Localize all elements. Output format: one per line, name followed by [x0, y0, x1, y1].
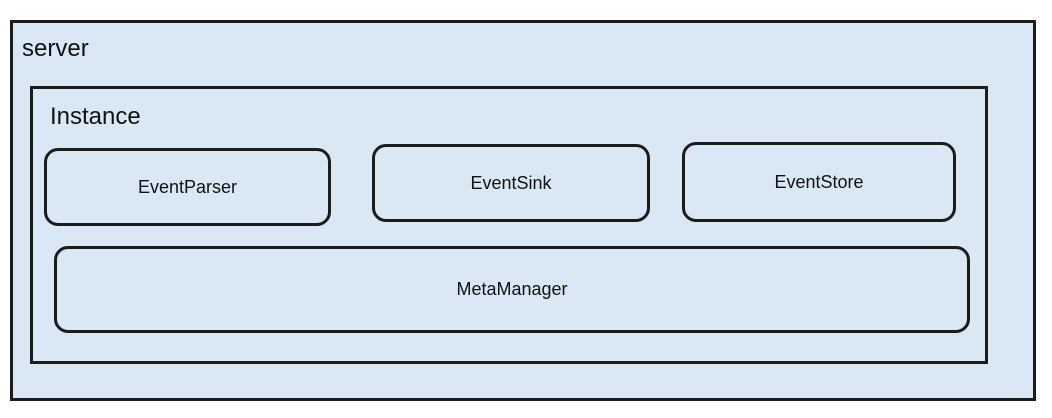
- event-store-node: EventStore: [682, 142, 956, 222]
- meta-manager-node: MetaManager: [54, 246, 970, 333]
- event-parser-label: EventParser: [137, 176, 238, 197]
- instance-label: Instance: [50, 103, 141, 130]
- server-container-box: server Instance EventParser EventSink Ev…: [10, 20, 1036, 401]
- event-store-label: EventStore: [774, 171, 864, 192]
- server-label: server: [22, 35, 89, 62]
- instance-container-box: Instance EventParser EventSink EventStor…: [30, 86, 988, 364]
- event-parser-node: EventParser: [44, 148, 331, 226]
- event-sink-label: EventSink: [470, 172, 552, 193]
- meta-manager-label: MetaManager: [456, 279, 568, 299]
- event-sink-node: EventSink: [372, 144, 650, 222]
